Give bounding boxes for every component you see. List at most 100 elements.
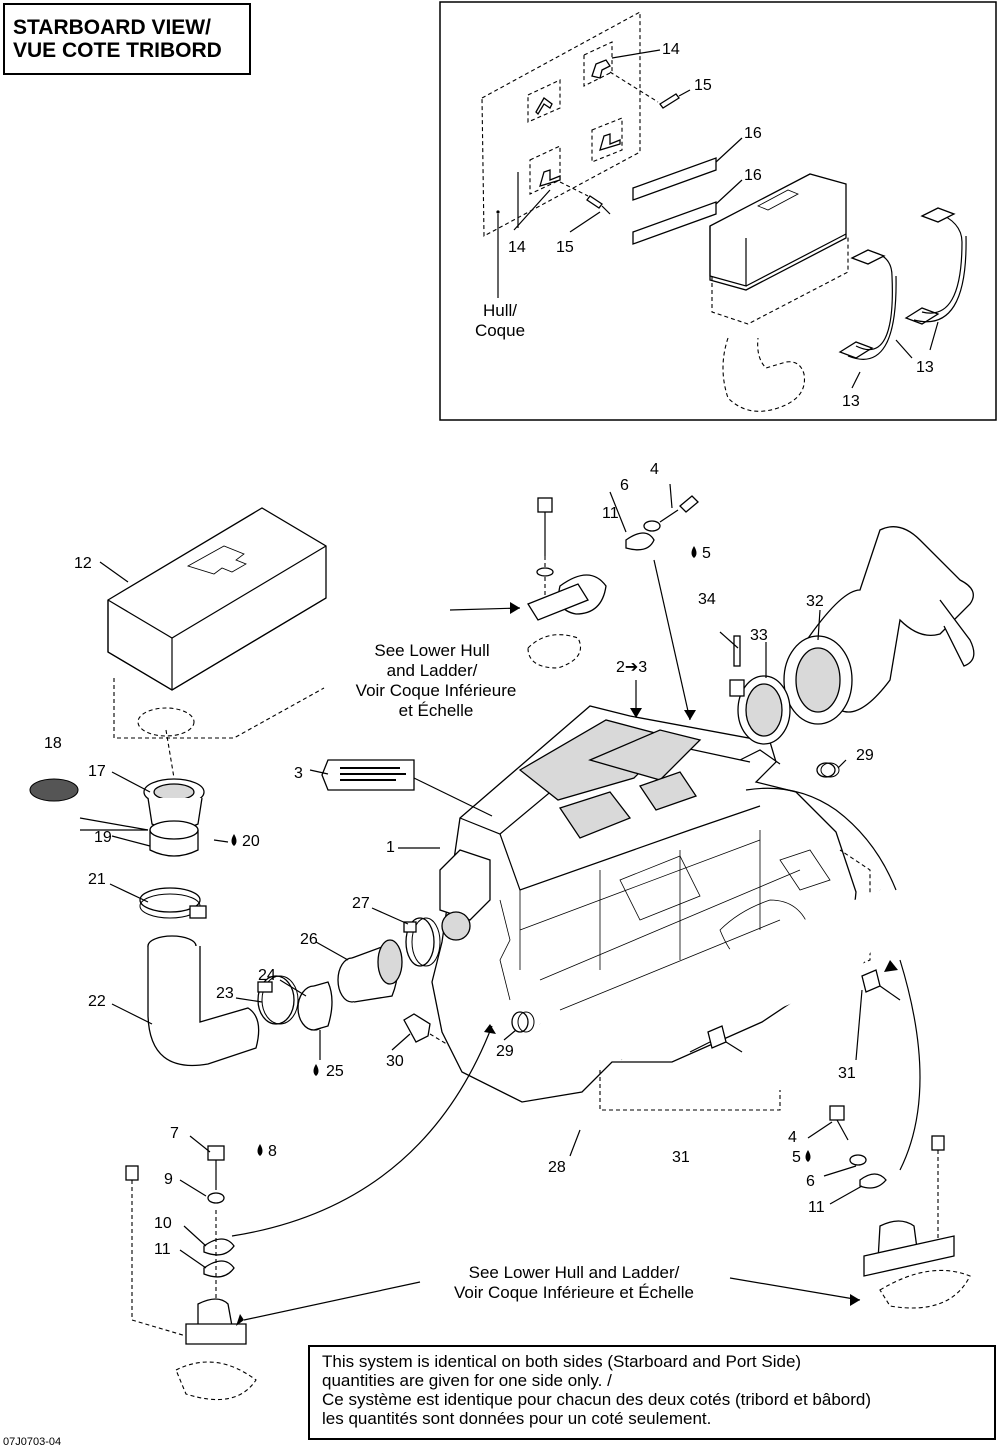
- thread-locker-icon: [805, 1150, 811, 1162]
- exhaust-pipe-32: [783, 526, 975, 725]
- callout-14: 14: [508, 239, 526, 256]
- callout-5: 5: [792, 1149, 801, 1166]
- bracket-3: [591, 117, 623, 163]
- clamp-21: [139, 887, 207, 919]
- leader-29-top: [745, 787, 897, 891]
- callout-16: 16: [744, 125, 762, 142]
- callout-26: 26: [300, 931, 318, 948]
- callout-19: 19: [94, 829, 112, 846]
- clamp-27: [403, 917, 441, 967]
- figure-code: 07J0703-04: [3, 1436, 62, 1448]
- callout-13: 13: [916, 359, 934, 376]
- clamp-33: [737, 675, 791, 745]
- strap-13-right: [904, 207, 967, 325]
- callout-6: 6: [806, 1173, 815, 1190]
- callout-25: 25: [326, 1063, 344, 1080]
- callout-11: 11: [808, 1199, 825, 1216]
- engine-lower-outline: [599, 1070, 781, 1111]
- callout-24: 24: [258, 967, 276, 984]
- callout-6: 6: [620, 477, 629, 494]
- callout-29: 29: [496, 1043, 514, 1060]
- sleeve-24: [297, 981, 333, 1031]
- view-title-french: VUE COTE TRIBORD: [13, 39, 222, 62]
- callout-29: 29: [856, 747, 874, 764]
- callout-3: 3: [294, 765, 303, 782]
- leader-lower-right: [899, 959, 921, 1171]
- callout-27: 27: [352, 895, 370, 912]
- note-line-3: Ce système est identique pour chacun des…: [322, 1390, 872, 1409]
- reference-upper-line3: Voir Coque Inférieure: [356, 681, 517, 700]
- callout-33: 33: [750, 627, 768, 644]
- callout-9: 9: [164, 1171, 173, 1188]
- thread-locker-icon: [231, 834, 237, 846]
- lower-left-mount: [125, 1145, 257, 1401]
- callout-13: 13: [842, 393, 860, 410]
- callout-4: 4: [788, 1129, 797, 1146]
- callout-1: 1: [386, 839, 395, 856]
- inset-reservoir-box: [709, 173, 849, 412]
- bracket-4: [529, 145, 561, 195]
- bracket-1: [527, 79, 561, 123]
- callout-5: 5: [702, 545, 711, 562]
- callout-32: 32: [806, 593, 824, 610]
- callout-34: 34: [698, 591, 716, 608]
- note-line-1: This system is identical on both sides (…: [322, 1352, 802, 1371]
- note-line-4: les quantités sont données pour un coté …: [322, 1409, 712, 1428]
- callout-20: 20: [242, 833, 260, 850]
- pin-34: [729, 635, 745, 697]
- decal-3: [321, 759, 415, 791]
- upper-mount-hardware: [527, 495, 699, 721]
- callout-8: 8: [268, 1143, 277, 1160]
- hull-label-french: Coque: [475, 321, 525, 340]
- callout-15: 15: [694, 77, 712, 94]
- thread-locker-icon: [313, 1064, 319, 1076]
- hose-22: [147, 935, 260, 1067]
- foam-strip-16-top: [632, 137, 743, 201]
- callout-28: 28: [548, 1159, 566, 1176]
- screw-15-top: [609, 71, 691, 109]
- callout-4: 4: [650, 461, 659, 478]
- leader-lower-left: [231, 1025, 493, 1237]
- view-title-english: STARBOARD VIEW/: [13, 16, 211, 39]
- reference-lower-line1: See Lower Hull and Ladder/: [469, 1263, 680, 1282]
- bracket-2: [583, 41, 613, 87]
- callout-31: 31: [838, 1065, 856, 1082]
- callout-11: 11: [602, 505, 619, 522]
- callout-12: 12: [74, 555, 92, 572]
- hose-28: [537, 885, 896, 1061]
- callout-2-to-3: 2➔3: [616, 659, 647, 676]
- clamp-23: [257, 975, 299, 1025]
- callout-18: 18: [44, 735, 62, 752]
- engine-mount-outline: [619, 849, 871, 1061]
- callout-10: 10: [154, 1215, 172, 1232]
- note-line-2: quantities are given for one side only. …: [322, 1371, 612, 1390]
- clamp-31-bottom: [707, 1025, 743, 1053]
- callout-30: 30: [386, 1053, 404, 1070]
- thread-locker-icon: [257, 1144, 263, 1156]
- hull-panel: [481, 11, 641, 298]
- reservoir-12: [107, 507, 327, 739]
- callout-14: 14: [662, 41, 680, 58]
- note-box: This system is identical on both sides (…: [308, 1345, 996, 1440]
- hull-label-english: Hull/: [483, 301, 517, 320]
- clamp-29-top: [816, 762, 840, 778]
- thread-locker-icon: [691, 546, 697, 558]
- clamp-29-bottom: [511, 1011, 535, 1033]
- foam-strip-16-bottom: [632, 179, 743, 245]
- callout-11: 11: [154, 1241, 171, 1258]
- callout-17: 17: [88, 763, 106, 780]
- callout-21: 21: [88, 871, 106, 888]
- callout-15: 15: [556, 239, 574, 256]
- callout-7: 7: [170, 1125, 179, 1142]
- callout-23: 23: [216, 985, 234, 1002]
- hose-26: [337, 939, 403, 1003]
- clamp-31-right: [861, 969, 901, 1001]
- lower-right-mount: [829, 1105, 971, 1309]
- reference-upper-line4: et Échelle: [399, 701, 474, 720]
- screw-15-bottom: [559, 181, 611, 215]
- reference-lower-line2: Voir Coque Inférieure et Échelle: [454, 1283, 694, 1302]
- callout-31: 31: [672, 1149, 690, 1166]
- screen-18: [29, 778, 79, 802]
